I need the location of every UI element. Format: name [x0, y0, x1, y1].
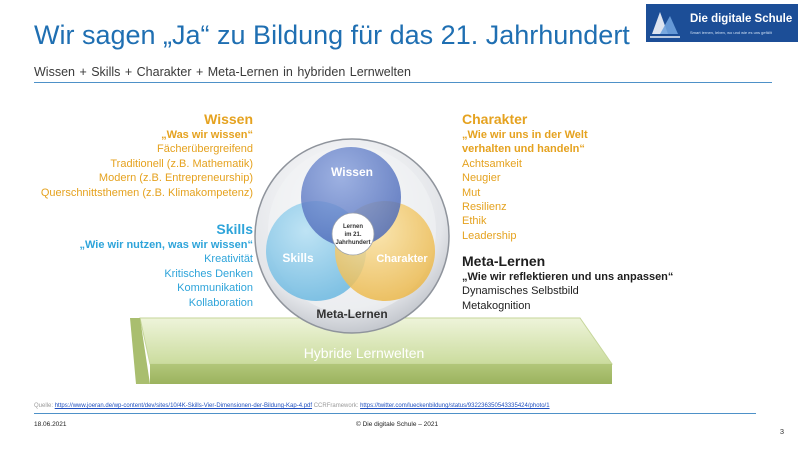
charakter-item: Resilienz	[462, 201, 507, 214]
page-number: 3	[779, 427, 784, 436]
wissen-item: Querschnittsthemen (z.B. Klimakompetenz)	[40, 186, 253, 199]
circle-wissen	[301, 147, 401, 247]
wissen-item: Traditionell (z.B. Mathematik)	[110, 157, 253, 170]
meta-lernen-item: Metakognition	[462, 299, 531, 312]
center-disc	[331, 212, 375, 256]
wissen-quote: „Was wir wissen“	[161, 129, 253, 141]
ring-label-meta-lernen: Meta-Lernen	[316, 307, 387, 321]
charakter-item: Neugier	[462, 172, 501, 185]
source-line: Quelle: https://www.joeran.de/wp-content…	[34, 403, 550, 409]
circle-label-charakter: Charakter	[376, 253, 428, 265]
circle-label-wissen: Wissen	[331, 165, 373, 179]
platform-label: Hybride Lernwelten	[304, 345, 425, 361]
skills-item: Kollaboration	[188, 296, 253, 309]
charakter-block: Charakter „Wie wir uns in der Welt verha…	[462, 110, 588, 243]
meta-lernen-quote: „Wie wir reflektieren und uns anpassen“	[462, 271, 674, 283]
charakter-quote-line2: verhalten und handeln“	[462, 143, 585, 156]
skills-item: Kreativität	[204, 253, 253, 266]
wissen-item: Modern (z.B. Entrepreneurship)	[98, 172, 253, 185]
charakter-item: Leadership	[462, 229, 517, 242]
footer-date: 18.06.2021	[34, 421, 67, 428]
logo-name: Die digitale Schule	[690, 13, 793, 25]
footer-divider	[34, 413, 756, 414]
wissen-block: Wissen „Was wir wissen“ Fächerübergreife…	[41, 110, 253, 200]
source-link-twitter[interactable]: https://twitter.com/lueckenbildung/statu…	[360, 403, 550, 409]
meta-lernen-heading: Meta-Lernen	[462, 253, 546, 269]
platform: Hybride Lernwelten	[130, 317, 613, 384]
header-divider	[34, 82, 772, 83]
charakter-item: Mut	[462, 186, 481, 199]
circle-label-skills: Skills	[282, 251, 314, 265]
meta-lernen-item: Dynamisches Selbstbild	[462, 285, 579, 298]
center-label-line3: Jahrhundert	[335, 240, 370, 246]
skills-quote: „Wie wir nutzen, was wir wissen“	[79, 239, 254, 251]
slide-title: Wir sagen „Ja“ zu Bildung für das 21. Ja…	[34, 20, 630, 50]
meta-lernen-block: Meta-Lernen „Wie wir reflektieren und un…	[462, 252, 673, 313]
slide-subtitle: Wissen + Skills + Charakter + Meta-Lerne…	[34, 65, 411, 79]
skills-block: Skills „Wie wir nutzen, was wir wissen“ …	[80, 220, 254, 310]
wissen-heading: Wissen	[204, 111, 253, 127]
logo-tagline: Smart lernen, leben, wo und wie es uns g…	[690, 30, 772, 35]
venn-diagram: Hybride Lernwelten Wissen Skills Charakt…	[130, 138, 613, 384]
wissen-item: Fächerübergreifend	[156, 143, 253, 156]
charakter-heading: Charakter	[462, 111, 528, 127]
footer-copyright: © Die digitale Schule – 2021	[356, 421, 439, 428]
logo: Die digitale Schule Smart lernen, leben,…	[646, 4, 798, 42]
source-middle: CCRFramework:	[313, 403, 359, 409]
source-link-joeran[interactable]: https://www.joeran.de/wp-content/dev/sit…	[54, 403, 313, 409]
charakter-quote-line1: „Wie wir uns in der Welt	[462, 129, 588, 141]
logo-mark-icon	[646, 4, 684, 42]
skills-item: Kritisches Denken	[164, 267, 253, 280]
center-label-line2: im 21.	[344, 232, 361, 238]
skills-heading: Skills	[216, 221, 253, 237]
charakter-item: Achtsamkeit	[462, 157, 522, 170]
source-label: Quelle:	[34, 403, 54, 409]
charakter-item: Ethik	[462, 215, 487, 228]
center-label-line1: Lernen	[343, 224, 363, 230]
skills-item: Kommunikation	[177, 282, 253, 295]
